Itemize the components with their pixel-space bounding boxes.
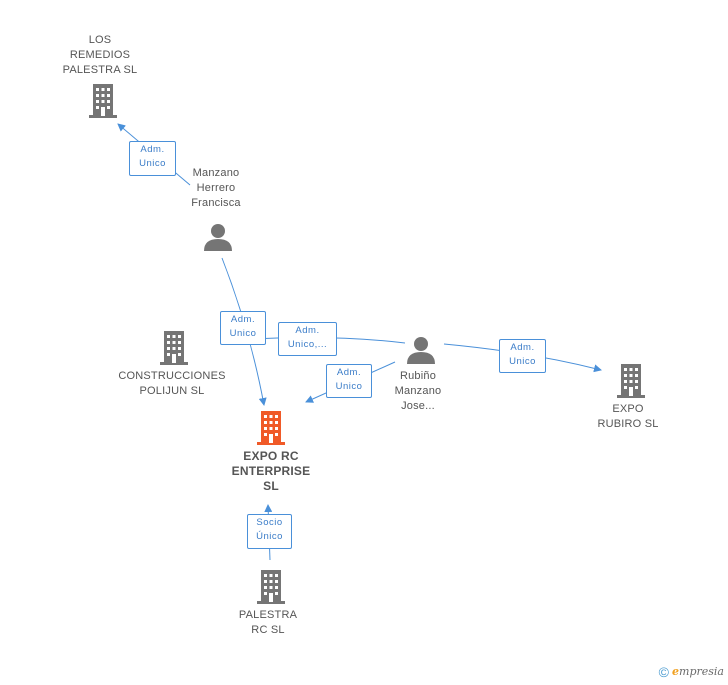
building-icon[interactable] (158, 330, 190, 366)
node-construcciones-polijun[interactable]: CONSTRUCCIONES POLIJUN SL (106, 369, 238, 399)
building-icon[interactable] (615, 363, 647, 399)
relation-badge[interactable]: Adm.Unico (129, 141, 176, 176)
node-label: LOS REMEDIOS PALESTRA SL (62, 34, 138, 76)
node-rubino-manzano-jose[interactable]: Rubiño Manzano Jose... (378, 369, 458, 414)
footer-brand[interactable]: © empresia (659, 664, 724, 680)
node-expo-rubiro[interactable]: EXPO RUBIRO SL (588, 402, 668, 432)
brand-logo: empresia (672, 664, 724, 678)
node-label: PALESTRA RC SL (238, 609, 298, 636)
node-label: EXPO RC ENTERPRISE SL (231, 449, 311, 493)
relation-badge[interactable]: Adm.Unico,... (278, 322, 337, 356)
node-label: EXPO RUBIRO SL (597, 403, 659, 430)
node-manzano-herrero-francisca[interactable]: Manzano Herrero Francisca (166, 166, 266, 211)
person-icon[interactable] (406, 335, 436, 365)
copyright-icon: © (658, 664, 669, 680)
node-label: Manzano Herrero Francisca (191, 167, 241, 209)
relation-badge[interactable]: Adm.Unico (499, 339, 546, 373)
person-icon[interactable] (203, 222, 233, 252)
node-label: CONSTRUCCIONES POLIJUN SL (118, 370, 226, 397)
main-building-icon[interactable] (255, 410, 287, 446)
node-los-remedios-palestra[interactable]: LOS REMEDIOS PALESTRA SL (40, 33, 160, 78)
building-icon[interactable] (87, 83, 119, 119)
relation-badge[interactable]: Adm.Unico (326, 364, 372, 398)
relation-badge[interactable]: Adm.Unico (220, 311, 266, 345)
node-expo-rc-enterprise[interactable]: EXPO RC ENTERPRISE SL (211, 449, 331, 494)
node-label: Rubiño Manzano Jose... (394, 370, 442, 412)
node-palestra-rc[interactable]: PALESTRA RC SL (228, 608, 308, 638)
building-icon[interactable] (255, 569, 287, 605)
